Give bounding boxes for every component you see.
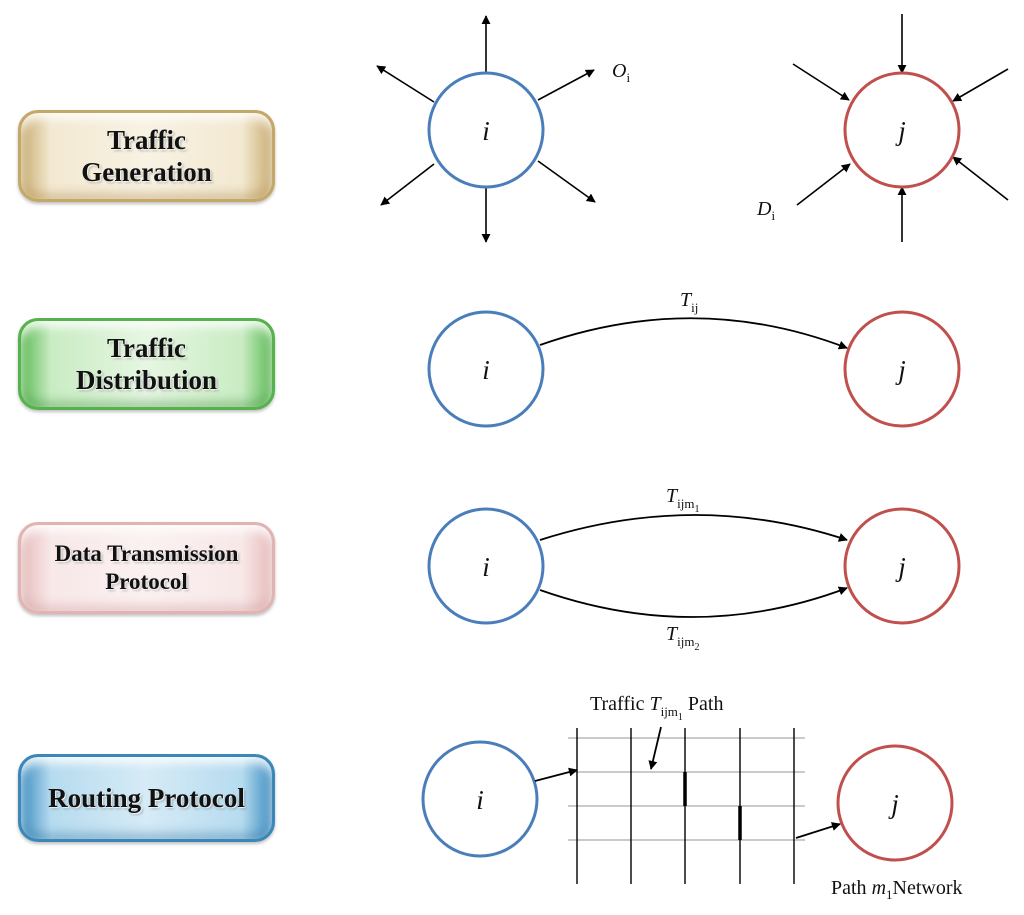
origin-node-i bbox=[421, 740, 539, 858]
trip-m2-subsubscript: 2 bbox=[694, 642, 699, 653]
route-caption-prefix: Traffic bbox=[590, 693, 649, 715]
stage-label-line: Data Transmission bbox=[54, 541, 239, 567]
destination-node-j bbox=[836, 744, 954, 862]
network-caption: Path m1Network bbox=[831, 877, 963, 902]
stage-label-line: Routing Protocol bbox=[48, 782, 245, 813]
trip-m2-label: Tijm2 bbox=[666, 623, 699, 653]
destination-node-label: j bbox=[895, 355, 906, 385]
origin-node-label: i bbox=[482, 116, 490, 146]
trip-arrow bbox=[539, 317, 848, 350]
network-caption-suffix: Network bbox=[893, 877, 963, 899]
network-caption-symbol: m bbox=[872, 877, 886, 899]
trip-m1-subsubscript: 1 bbox=[694, 504, 699, 515]
stage-label-line: Generation bbox=[81, 157, 212, 187]
routing-protocol-stage: Routing Protocol bbox=[18, 754, 275, 842]
trip-label: Tij bbox=[680, 289, 698, 315]
traffic-generation-stage: Traffic Generation bbox=[18, 110, 275, 202]
trip-path-m1-arrow bbox=[539, 514, 848, 542]
route-caption-subscript: ijm bbox=[661, 704, 678, 719]
inflow-arrow bbox=[952, 68, 1009, 102]
destination-node-j bbox=[843, 71, 961, 189]
generation-row: i Oi j Di bbox=[376, 14, 1009, 243]
trip-m2-subscript: ijm bbox=[677, 634, 694, 649]
outflow-arrow bbox=[376, 65, 435, 103]
network-caption-subscript: 1 bbox=[886, 887, 893, 902]
destination-flow-subscript: i bbox=[771, 208, 775, 223]
route-pointer-arrow bbox=[648, 726, 662, 770]
route-caption-subsubscript: 1 bbox=[678, 712, 683, 723]
route-caption-suffix: Path bbox=[683, 693, 724, 715]
stage-label-line: Traffic bbox=[107, 124, 186, 155]
origin-node-i bbox=[427, 71, 545, 189]
outflow-arrow bbox=[380, 163, 435, 206]
network-grid bbox=[568, 728, 805, 884]
origin-outflow-arrows bbox=[376, 15, 596, 243]
route-caption-symbol: T bbox=[649, 693, 662, 715]
trip-m1-symbol: T bbox=[666, 485, 679, 507]
destination-node-label: j bbox=[888, 789, 899, 819]
stage-label-line: Protocol bbox=[105, 569, 188, 594]
trip-symbol: T bbox=[680, 289, 693, 311]
destination-flow-symbol: D bbox=[756, 198, 772, 220]
network-entry-arrow bbox=[534, 767, 578, 782]
origin-node-label: i bbox=[482, 355, 490, 385]
transmission-row: i j Tijm1 Tijm2 bbox=[427, 485, 961, 653]
outflow-arrow bbox=[537, 69, 595, 101]
network-caption-prefix: Path bbox=[831, 877, 872, 899]
destination-node-j bbox=[843, 507, 961, 625]
destination-inflow-arrows bbox=[792, 14, 1009, 242]
distribution-row: i j Tij bbox=[427, 289, 961, 428]
origin-node-i bbox=[427, 507, 545, 625]
stage-label-line: Traffic bbox=[107, 332, 186, 363]
inflow-arrow bbox=[796, 163, 851, 206]
route-caption: Traffic Tijm1 Path bbox=[590, 693, 723, 723]
origin-node-label: i bbox=[482, 552, 490, 582]
data-transmission-protocol-stage: Data Transmission Protocol bbox=[18, 522, 275, 614]
trip-subscript: ij bbox=[691, 300, 698, 315]
trip-m2-symbol: T bbox=[666, 623, 679, 645]
destination-flow-label: Di bbox=[756, 198, 775, 223]
origin-flow-symbol: O bbox=[612, 60, 626, 82]
destination-node-label: j bbox=[895, 552, 906, 582]
origin-flow-label: Oi bbox=[612, 60, 630, 85]
trip-m1-subscript: ijm bbox=[677, 496, 694, 511]
trip-path-m2-arrow bbox=[539, 586, 848, 618]
origin-flow-subscript: i bbox=[626, 70, 630, 85]
origin-node-i bbox=[427, 310, 545, 428]
routing-row: i j Traffic Tijm1 Path Path m1Network bbox=[421, 693, 963, 902]
traffic-distribution-stage: Traffic Distribution bbox=[18, 318, 275, 410]
inflow-arrow bbox=[952, 156, 1009, 201]
trip-m1-label: Tijm1 bbox=[666, 485, 699, 515]
network-exit-arrow bbox=[795, 822, 841, 839]
destination-node-j bbox=[843, 310, 961, 428]
origin-node-label: i bbox=[476, 785, 484, 815]
destination-node-label: j bbox=[895, 116, 906, 146]
inflow-arrow bbox=[792, 63, 850, 101]
stage-label-line: Distribution bbox=[75, 365, 218, 395]
outflow-arrow bbox=[537, 160, 596, 203]
